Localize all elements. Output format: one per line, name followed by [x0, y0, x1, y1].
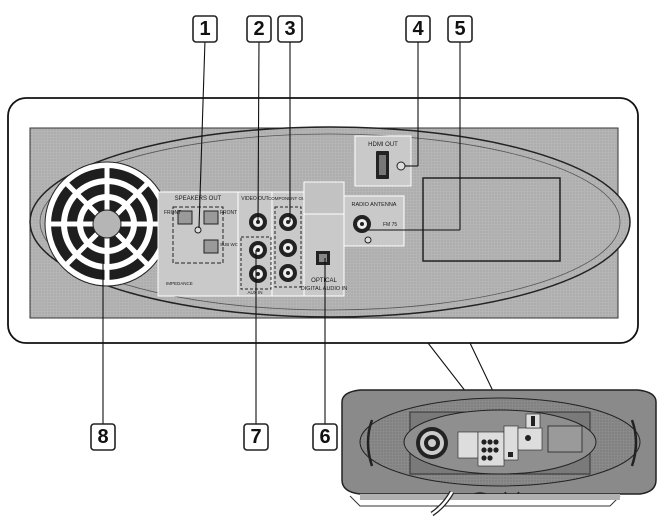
speaker-terminal-subwoofer	[203, 239, 219, 254]
screw-icon	[396, 161, 406, 171]
leader-line-2	[257, 39, 260, 223]
rca-jack-icon	[249, 241, 267, 259]
callout-8: 8	[90, 423, 116, 451]
callout-7: 7	[243, 423, 269, 451]
digital-audio-in-label: DIGITAL AUDIO IN	[301, 286, 347, 292]
speaker-terminal-front-right	[203, 210, 219, 225]
svg-text:4: 4	[412, 18, 424, 40]
radio-antenna-label: RADIO ANTENNA	[352, 202, 397, 208]
svg-text:2: 2	[253, 18, 264, 40]
callout-5: 5	[447, 15, 473, 43]
hdmi-port-icon	[376, 151, 389, 179]
optical-label: OPTICAL	[311, 278, 337, 284]
video-audio-section: VIDEO OUT AUX IN	[237, 191, 273, 297]
audio-in-label: AUX IN	[247, 290, 262, 295]
video-out-label: VIDEO OUT	[241, 196, 269, 202]
screw-icon	[194, 226, 202, 234]
callout-3: 3	[277, 15, 303, 43]
svg-text:8: 8	[97, 426, 108, 448]
sub-woofer-label: SUB WOOFER	[220, 242, 252, 247]
optical-port-icon	[316, 251, 330, 265]
front-right-label: FRONT	[220, 210, 237, 216]
svg-text:5: 5	[454, 18, 465, 40]
optical-section: OPTICAL DIGITAL AUDIO IN	[301, 181, 347, 297]
speakers-out-section: SPEAKERS OUT FRONT FRONT SUB WOOFER IMPE…	[157, 191, 252, 297]
rca-jack-icon	[279, 213, 297, 231]
svg-text:6: 6	[319, 426, 330, 448]
component-out-section: COMPONENT OUT	[268, 191, 308, 297]
impedance-label: IMPEDANCE	[166, 281, 193, 286]
device-small-view	[341, 389, 657, 507]
callout-4: 4	[405, 15, 431, 43]
component-out-label: COMPONENT OUT	[268, 196, 308, 201]
svg-text:7: 7	[250, 426, 261, 448]
front-left-label: FRONT	[164, 210, 181, 216]
antenna-jack-icon	[353, 215, 371, 233]
svg-text:1: 1	[199, 18, 210, 40]
speakers-out-label: SPEAKERS OUT	[175, 196, 222, 202]
panel-window	[422, 177, 561, 262]
cooling-fan-icon	[416, 427, 448, 459]
rca-jack-icon	[279, 264, 297, 282]
fm-label: FM 75	[383, 222, 397, 228]
hdmi-out-section: HDMI OUT	[354, 135, 412, 187]
callout-6: 6	[312, 423, 338, 451]
leader-line-1	[198, 39, 206, 229]
screw-icon	[364, 236, 372, 244]
cooling-fan-icon	[44, 161, 170, 287]
hdmi-out-label: HDMI OUT	[368, 142, 398, 148]
rca-jack-icon	[249, 265, 267, 283]
svg-text:3: 3	[284, 18, 295, 40]
rca-jack-icon	[279, 239, 297, 257]
callout-1: 1	[192, 15, 218, 43]
callout-2: 2	[246, 15, 272, 43]
speaker-terminal-front-left	[177, 210, 193, 225]
radio-antenna-section: RADIO ANTENNA FM 75	[343, 195, 405, 247]
